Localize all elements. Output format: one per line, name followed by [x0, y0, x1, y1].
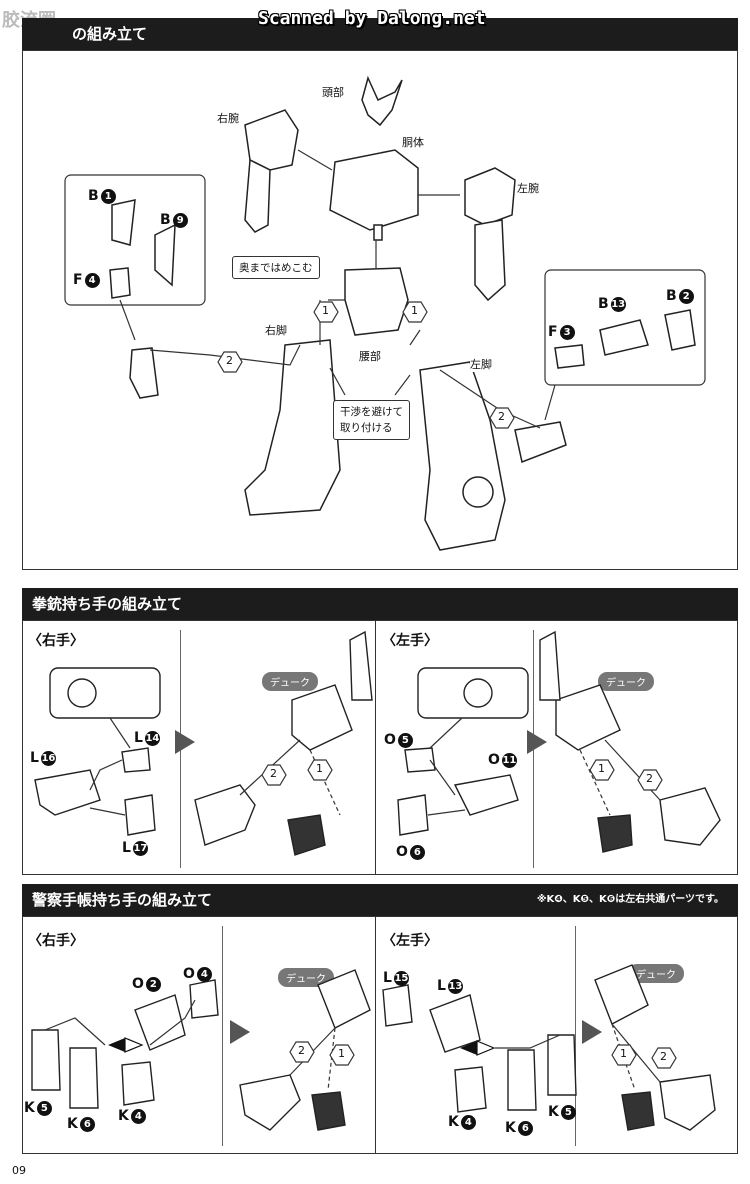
duke-tag-right: デューク — [262, 672, 318, 691]
s3-step-2-left: 2 — [660, 1050, 667, 1063]
avoid-note: 干渉を避けて 取り付ける — [333, 400, 410, 440]
s2-step-2-left: 2 — [646, 772, 653, 785]
section2-left-hand-title: 〈左手〉 — [382, 633, 438, 649]
step-1-hex: 1 — [322, 304, 329, 317]
section2-header: 拳銃持ち手の組み立て — [22, 588, 738, 620]
section2-right-hand-title: 〈右手〉 — [28, 633, 84, 649]
push-in-note: 奥まではめこむ — [232, 256, 320, 279]
s2-step-1-right: 1 — [316, 762, 323, 775]
section1-title: の組み立て — [72, 25, 148, 43]
section3-right-hand-title: 〈右手〉 — [28, 933, 84, 949]
section3-note: ※K❹、K❺、K❻は左右共通パーツです。 — [536, 894, 724, 905]
section2-divider — [375, 620, 376, 875]
s3-step-2-right: 2 — [298, 1044, 305, 1057]
label-left-leg: 左脚 — [470, 356, 492, 372]
label-body: 胴体 — [402, 134, 424, 150]
section2-title: 拳銃持ち手の組み立て — [32, 595, 183, 613]
section3-title: 警察手帳持ち手の組み立て — [32, 891, 213, 909]
label-right-arm: 右腕 — [217, 110, 239, 126]
avoid-note-line2: 取り付ける — [340, 422, 393, 434]
s2-step-2-right: 2 — [270, 767, 277, 780]
section3-divider — [375, 916, 376, 1154]
section1-header: の組み立て — [22, 18, 738, 50]
section3-left-hand-title: 〈左手〉 — [382, 933, 438, 949]
label-left-arm: 左腕 — [517, 180, 539, 196]
label-right-leg: 右脚 — [265, 322, 287, 338]
section3-sub-divider-right — [222, 926, 223, 1146]
watermark: Scanned by Dalong.net — [258, 8, 486, 29]
label-waist: 腰部 — [359, 348, 381, 364]
step-1-hex: 1 — [411, 304, 418, 317]
step-2-hex: 2 — [498, 410, 505, 423]
duke-tag-left-s3: デューク — [628, 964, 684, 983]
label-head: 頭部 — [322, 84, 344, 100]
s2-step-1-left: 1 — [598, 762, 605, 775]
duke-tag-left: デューク — [598, 672, 654, 691]
section3-header: 警察手帳持ち手の組み立て ※K❹、K❺、K❻は左右共通パーツです。 — [22, 884, 738, 916]
s3-step-1-left: 1 — [620, 1047, 627, 1060]
duke-tag-right-s3: デューク — [278, 968, 334, 987]
s3-step-1-right: 1 — [338, 1047, 345, 1060]
avoid-note-line1: 干渉を避けて — [340, 406, 403, 418]
step-2-hex: 2 — [226, 354, 233, 367]
page-number: 09 — [12, 1164, 26, 1177]
section3-sub-divider-left — [575, 926, 576, 1146]
